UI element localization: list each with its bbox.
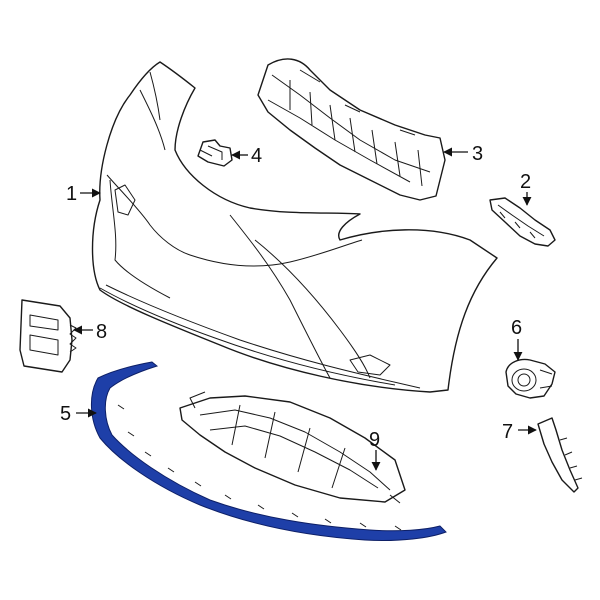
retainer-clip[interactable] bbox=[197, 139, 233, 167]
callout-6: 6 bbox=[511, 317, 522, 339]
bumper-cover[interactable] bbox=[91, 61, 498, 393]
callout-7: 7 bbox=[502, 421, 513, 443]
lower-spoiler[interactable] bbox=[90, 361, 447, 542]
callout-labels: 1 2 3 4 5 6 7 8 9 bbox=[60, 143, 531, 451]
callout-3: 3 bbox=[472, 143, 483, 165]
callout-1: 1 bbox=[66, 183, 77, 205]
callout-2: 2 bbox=[520, 171, 531, 193]
side-molding[interactable] bbox=[537, 417, 583, 493]
upper-bracket[interactable] bbox=[257, 58, 446, 201]
callout-9: 9 bbox=[369, 429, 380, 451]
under-cover[interactable] bbox=[179, 391, 406, 504]
leader-lines bbox=[73, 147, 537, 471]
callout-5: 5 bbox=[60, 403, 71, 425]
callout-4: 4 bbox=[251, 145, 262, 167]
license-bracket[interactable] bbox=[19, 299, 77, 373]
side-bracket[interactable] bbox=[489, 197, 556, 247]
callout-8: 8 bbox=[96, 321, 107, 343]
fog-lamp[interactable] bbox=[505, 358, 556, 399]
